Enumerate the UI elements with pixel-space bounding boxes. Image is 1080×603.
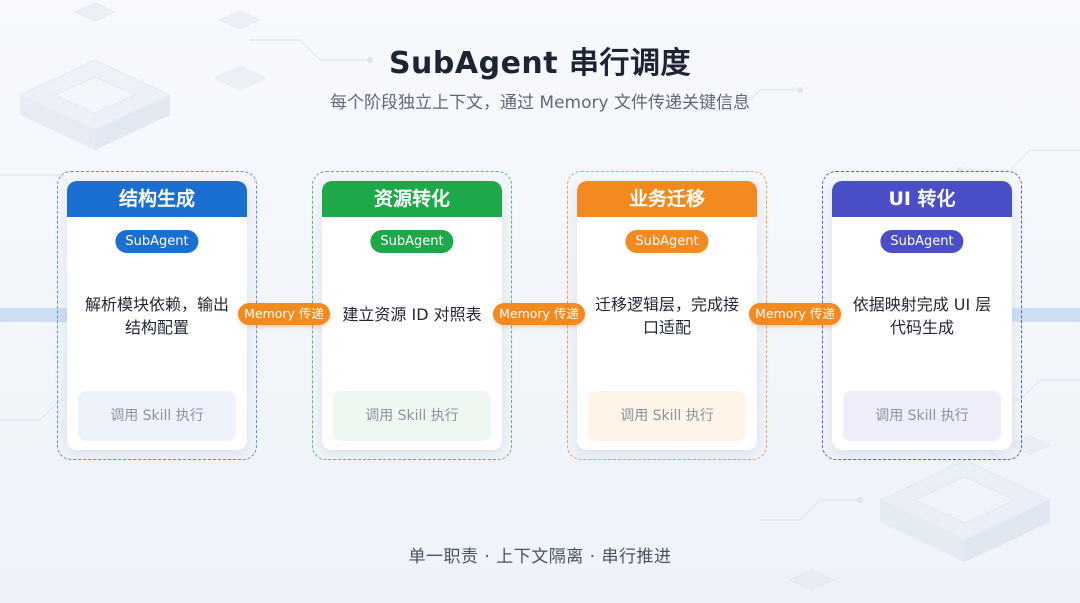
stage-card-resource: 资源转化 SubAgent 建立资源 ID 对照表 调用 Skill 执行 — [322, 181, 502, 450]
subagent-badge: SubAgent — [880, 230, 964, 253]
desc-line: 建立资源 ID 对照表 — [342, 305, 482, 324]
desc-line: 解析模块依赖，输出 — [84, 295, 229, 314]
skill-button[interactable]: 调用 Skill 执行 — [78, 391, 236, 441]
stage-card-ui: UI 转化 SubAgent 依据映射完成 UI 层 代码生成 调用 Skill… — [832, 181, 1012, 450]
memory-connector-3: Memory 传递 — [749, 303, 841, 325]
stage-frame-resource: 资源转化 SubAgent 建立资源 ID 对照表 调用 Skill 执行 — [312, 171, 512, 460]
subagent-badge: SubAgent — [370, 230, 454, 253]
desc-line: 依据映射完成 UI 层 — [852, 295, 992, 314]
desc-line: 迁移逻辑层，完成接 — [594, 295, 739, 314]
subagent-badge: SubAgent — [115, 230, 199, 253]
stage-frame-business: 业务迁移 SubAgent 迁移逻辑层，完成接 口适配 调用 Skill 执行 — [567, 171, 767, 460]
skill-button[interactable]: 调用 Skill 执行 — [333, 391, 491, 441]
stage-description: 依据映射完成 UI 层 代码生成 — [842, 293, 1002, 339]
stage-description: 迁移逻辑层，完成接 口适配 — [587, 293, 747, 339]
stage-title: 业务迁移 — [577, 181, 757, 217]
subagent-badge: SubAgent — [625, 230, 709, 253]
page-subtitle: 每个阶段独立上下文，通过 Memory 文件传递关键信息 — [330, 93, 750, 113]
stage-description: 解析模块依赖，输出 结构配置 — [77, 293, 237, 339]
stage-title: UI 转化 — [832, 181, 1012, 217]
skill-button[interactable]: 调用 Skill 执行 — [588, 391, 746, 441]
memory-connector-1: Memory 传递 — [238, 303, 330, 325]
desc-line: 口适配 — [642, 318, 691, 337]
desc-line: 结构配置 — [124, 318, 189, 337]
stage-title: 结构生成 — [67, 181, 247, 217]
stage-frame-ui: UI 转化 SubAgent 依据映射完成 UI 层 代码生成 调用 Skill… — [822, 171, 1022, 460]
stage-card-structure: 结构生成 SubAgent 解析模块依赖，输出 结构配置 调用 Skill 执行 — [67, 181, 247, 450]
stage-title: 资源转化 — [322, 181, 502, 217]
stage-card-business: 业务迁移 SubAgent 迁移逻辑层，完成接 口适配 调用 Skill 执行 — [577, 181, 757, 450]
page-title: SubAgent 串行调度 — [388, 46, 692, 81]
stage-frame-structure: 结构生成 SubAgent 解析模块依赖，输出 结构配置 调用 Skill 执行 — [57, 171, 257, 460]
memory-connector-2: Memory 传递 — [493, 303, 585, 325]
skill-button[interactable]: 调用 Skill 执行 — [843, 391, 1001, 441]
desc-line: 代码生成 — [889, 318, 954, 337]
footer-tagline: 单一职责 · 上下文隔离 · 串行推进 — [408, 547, 672, 567]
stage-description: 建立资源 ID 对照表 — [332, 303, 492, 326]
